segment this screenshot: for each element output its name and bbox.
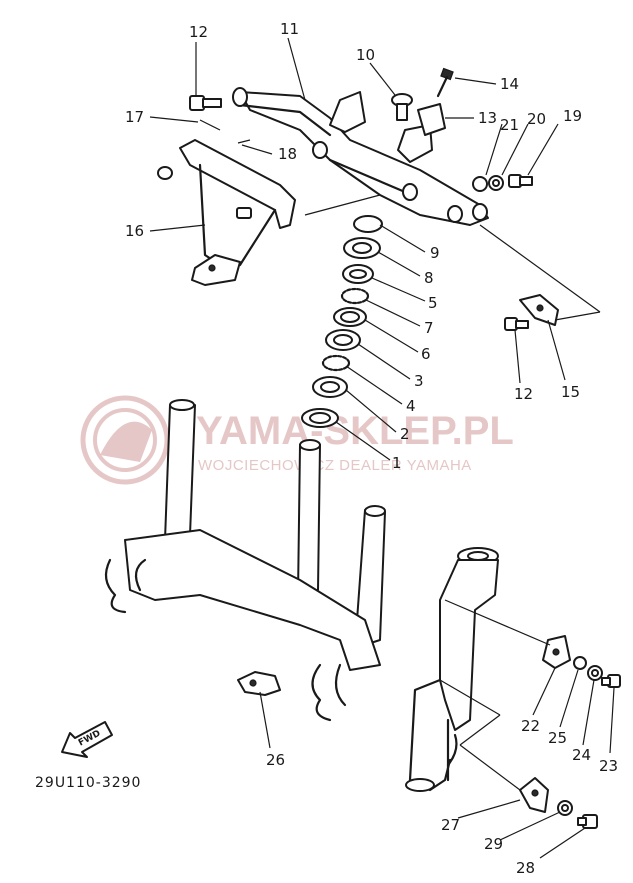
watermark-logo-icon	[80, 395, 170, 485]
callout-26: 26	[266, 751, 285, 769]
callout-12-top: 12	[189, 23, 208, 41]
watermark: YAMA-SKLEP.PL WOJCIECHOWICZ DEALER YAMAH…	[80, 395, 514, 485]
watermark-title: YAMA-SKLEP.PL	[196, 409, 514, 453]
callout-22: 22	[521, 717, 540, 735]
diagram-code: 29U110-3290	[35, 775, 141, 791]
washers-21-20-bolt-19	[472, 174, 533, 192]
callout-19: 19	[563, 107, 582, 125]
bolt-14	[436, 67, 454, 98]
callout-25: 25	[548, 729, 567, 747]
callout-28: 28	[516, 859, 535, 877]
bolt-10	[391, 93, 413, 121]
callout-14: 14	[500, 75, 519, 93]
callout-16: 16	[125, 222, 144, 240]
callout-13: 13	[478, 109, 497, 127]
bracket-27-group	[519, 777, 598, 829]
handlebar-clamps	[329, 91, 446, 163]
callout-10: 10	[356, 46, 375, 64]
front-fork	[405, 547, 499, 792]
callout-21: 21	[500, 116, 519, 134]
upper-bracket	[232, 87, 489, 226]
callout-17: 17	[125, 108, 144, 126]
bearing-stack	[301, 215, 383, 428]
leader-lines	[149, 37, 615, 859]
callout-20: 20	[527, 110, 546, 128]
callout-23: 23	[599, 757, 618, 775]
callout-9: 9	[430, 244, 440, 262]
bolt-12-top	[189, 95, 222, 111]
callout-7: 7	[424, 319, 434, 337]
callout-3: 3	[414, 372, 424, 390]
lower-bracket	[104, 399, 386, 722]
callout-8: 8	[424, 269, 434, 287]
callout-18: 18	[278, 145, 297, 163]
meter-bracket	[157, 119, 296, 286]
callout-labels: 12 11 10 14 13 21 20 19 17 18 16 9 8 5 7…	[125, 20, 618, 877]
callout-15: 15	[561, 383, 580, 401]
callout-4: 4	[406, 397, 416, 415]
fwd-arrow-icon: FWD	[61, 721, 113, 758]
bracket-22-group	[542, 635, 621, 688]
callout-12-bottom: 12	[514, 385, 533, 403]
callout-2: 2	[400, 425, 410, 443]
callout-11: 11	[280, 20, 299, 38]
callout-27: 27	[441, 816, 460, 834]
bracket-26	[237, 671, 281, 696]
callout-24: 24	[572, 746, 591, 764]
callout-29: 29	[484, 835, 503, 853]
watermark-subtitle: WOJCIECHOWICZ DEALER YAMAHA	[198, 457, 472, 474]
bracket-15-group	[504, 294, 559, 331]
callout-6: 6	[421, 345, 431, 363]
callout-1: 1	[392, 454, 402, 472]
callout-5: 5	[428, 294, 438, 312]
